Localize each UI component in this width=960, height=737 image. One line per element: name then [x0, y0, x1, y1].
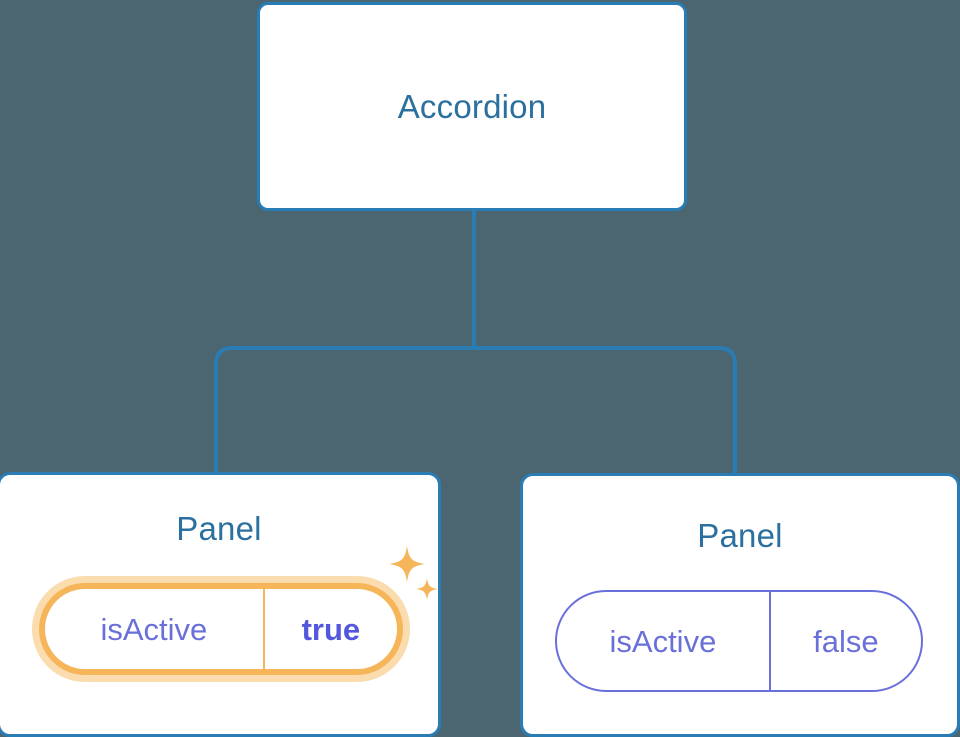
prop-pill-inactive[interactable]: isActive false: [555, 590, 923, 692]
prop-pill-active-glow: isActive true: [32, 576, 410, 682]
prop-key-isactive: isActive: [557, 592, 771, 690]
prop-key-isactive: isActive: [45, 589, 265, 669]
prop-pill-active[interactable]: isActive true: [39, 583, 403, 675]
prop-value-true: true: [301, 611, 361, 647]
node-panel-inactive-title: Panel: [697, 517, 783, 554]
prop-value-false: false: [813, 623, 879, 659]
node-accordion-title: Accordion: [397, 88, 547, 125]
node-panel-active-title: Panel: [176, 510, 262, 547]
connector-branch-left: [214, 346, 474, 474]
connector-branch-right: [474, 346, 737, 474]
node-accordion[interactable]: Accordion: [257, 2, 687, 211]
